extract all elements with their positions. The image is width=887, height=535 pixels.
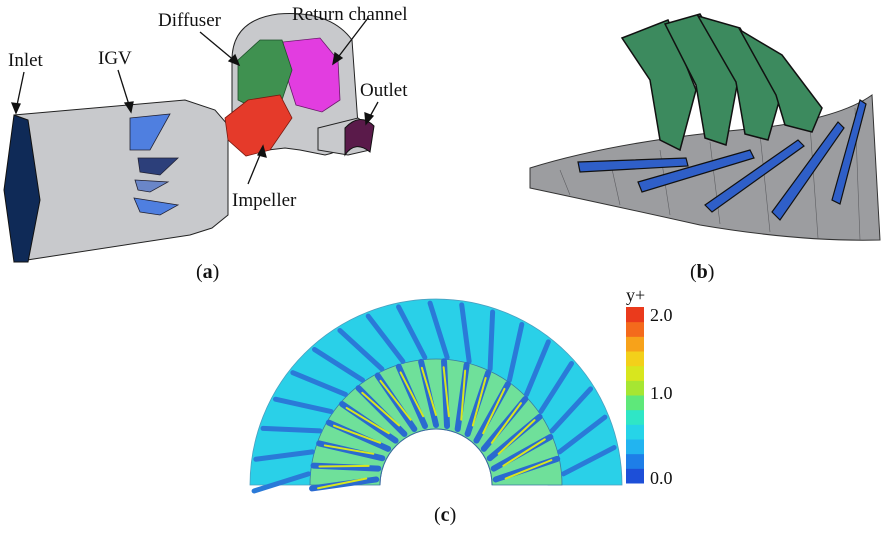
- colorbar-tick-mid: 1.0: [650, 383, 673, 403]
- blade-streak: [442, 366, 450, 418]
- impeller-blades: [224, 94, 293, 157]
- panel-c: y+ 2.0 1.0 0.0 (c): [230, 285, 690, 530]
- blade-streak: [427, 300, 450, 360]
- blade-streak: [497, 419, 536, 455]
- compressor-assembly-drawing: Inlet IGV Diffuser Return channel Outlet…: [3, 4, 408, 283]
- label-igv: IGV: [98, 48, 132, 69]
- blade-streak: [471, 376, 487, 427]
- label-diffuser: Diffuser: [158, 10, 222, 31]
- panel-b: (b): [500, 0, 887, 290]
- hub-hole: [379, 428, 493, 486]
- blade-streaks: [251, 300, 617, 494]
- label-impeller: Impeller: [232, 190, 297, 211]
- blade-streak: [318, 464, 370, 468]
- main-blade-3: [696, 14, 781, 141]
- colorbar-title: y+: [626, 285, 645, 305]
- colorbar-swatch: [626, 321, 644, 337]
- blade-streak: [504, 459, 553, 480]
- colorbar-swatch: [626, 351, 644, 367]
- colorbar-tick-max: 2.0: [650, 305, 673, 325]
- label-outlet: Outlet: [360, 80, 408, 101]
- return-channel-blades: [282, 37, 341, 113]
- label-return-channel: Return channel: [292, 4, 408, 25]
- blade-streak: [260, 425, 323, 434]
- caption-a: (a): [196, 261, 219, 283]
- colorbar-swatch: [626, 439, 644, 455]
- blade-streak: [561, 445, 617, 477]
- yplus-contour-drawing: y+ 2.0 1.0 0.0 (c): [249, 285, 673, 526]
- caption-c: (c): [434, 504, 456, 526]
- blade-streak: [420, 366, 437, 416]
- colorbar-swatch: [626, 365, 644, 381]
- blade-streak: [365, 313, 406, 364]
- colorbar-swatch: [626, 380, 644, 396]
- blade-streak: [506, 321, 525, 383]
- blade-streak: [272, 396, 334, 415]
- igv-vane-4: [133, 197, 180, 216]
- main-blade-2: [663, 13, 739, 146]
- label-inlet: Inlet: [8, 50, 44, 71]
- blade-streak: [312, 346, 366, 383]
- colorbar-swatch: [626, 307, 644, 323]
- igv-vane-3: [134, 179, 170, 193]
- blade-streak: [524, 339, 551, 397]
- igv-vane-2: [137, 157, 180, 176]
- blade-streak: [317, 477, 368, 490]
- igv-vane-1: [129, 113, 171, 151]
- caption-b: (b): [690, 261, 714, 283]
- colorbar-swatch: [626, 424, 644, 440]
- colorbar-swatch: [626, 336, 644, 352]
- blade-streak: [337, 327, 385, 372]
- colorbar-swatch: [626, 395, 644, 411]
- colorbar-swatch: [626, 468, 644, 484]
- blade-streak: [490, 402, 522, 444]
- blade-streak: [399, 371, 425, 418]
- blade-streak: [557, 414, 608, 455]
- blade-streak: [323, 444, 375, 455]
- blade-streak: [482, 387, 506, 435]
- blade-streak: [538, 361, 575, 415]
- blade-streak: [549, 386, 594, 434]
- diffuser-blades: [237, 39, 293, 111]
- inlet-face: [3, 114, 41, 263]
- colorbar: [626, 307, 644, 484]
- blade-streak: [460, 369, 467, 421]
- colorbar-tick-min: 0.0: [650, 468, 673, 488]
- splitter-blade-1: [577, 157, 689, 173]
- blade-streak: [502, 438, 546, 467]
- splitter-blade-5: [831, 99, 867, 205]
- main-blade-4: [737, 27, 823, 133]
- splitter-blade-4: [771, 121, 845, 221]
- blade-streak: [379, 379, 412, 421]
- blade-streak: [396, 304, 428, 360]
- blade-streak: [253, 449, 315, 462]
- blade-streak: [345, 406, 390, 435]
- panel-a: Inlet IGV Diffuser Return channel Outlet…: [0, 0, 440, 290]
- blade-streak: [361, 391, 401, 427]
- colorbar-swatch: [626, 453, 644, 469]
- outlet-face: [344, 119, 375, 157]
- main-blade-1: [620, 19, 697, 152]
- blade-streak: [290, 370, 348, 397]
- colorbar-swatch: [626, 409, 644, 425]
- blade-streak: [251, 471, 311, 494]
- blade-streak: [487, 309, 496, 372]
- blade-streak: [332, 424, 382, 444]
- impeller-mesh-drawing: (b): [529, 13, 881, 283]
- splitter-blade-2: [637, 149, 755, 193]
- blade-streak: [459, 302, 472, 364]
- splitter-blade-3: [704, 139, 805, 213]
- inlet-duct: [13, 99, 229, 263]
